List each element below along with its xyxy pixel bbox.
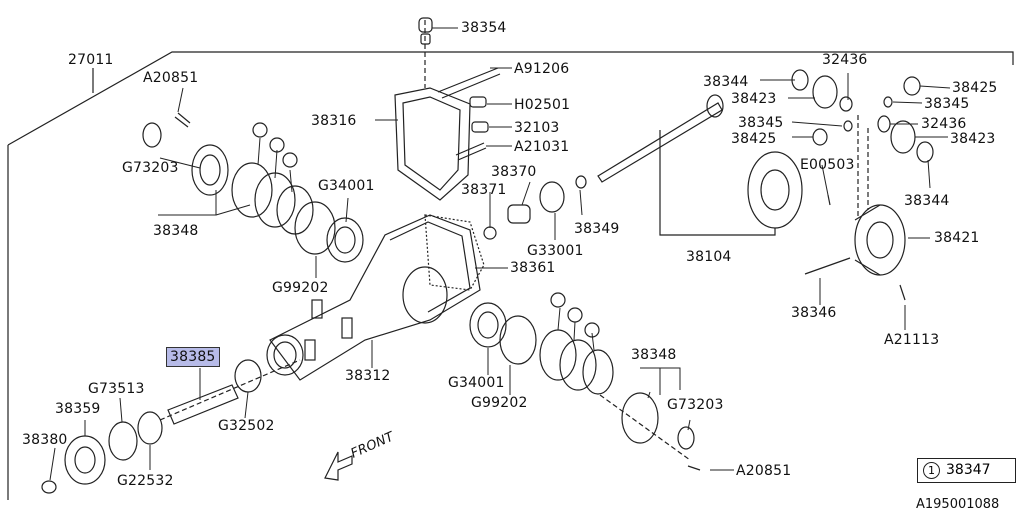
part-label-G34001-b[interactable]: G34001 bbox=[448, 375, 505, 391]
part-label-A20851[interactable]: A20851 bbox=[143, 70, 199, 86]
part-label-38349[interactable]: 38349 bbox=[574, 221, 620, 237]
left-side-components[interactable] bbox=[142, 112, 364, 263]
assembly-frame bbox=[7, 51, 1014, 500]
part-label-38312[interactable]: 38312 bbox=[345, 368, 391, 384]
part-label-38345[interactable]: 38345 bbox=[924, 96, 970, 112]
part-label-38370[interactable]: 38370 bbox=[491, 164, 537, 180]
part-label-G73203-b[interactable]: G73203 bbox=[667, 397, 724, 413]
part-label-32436-b[interactable]: 32436 bbox=[921, 116, 967, 132]
drive-pinion-shaft[interactable] bbox=[483, 94, 803, 240]
part-label-H02501[interactable]: H02501 bbox=[514, 97, 571, 113]
part-label-38371[interactable]: 38371 bbox=[461, 182, 507, 198]
part-label-38359[interactable]: 38359 bbox=[55, 401, 101, 417]
part-label-38361[interactable]: 38361 bbox=[510, 260, 556, 276]
part-label-38344[interactable]: 38344 bbox=[703, 74, 749, 90]
part-label-G73513[interactable]: G73513 bbox=[88, 381, 145, 397]
part-label-38385-selected[interactable]: 38385 bbox=[166, 347, 220, 367]
diff-carrier-housing[interactable] bbox=[266, 214, 485, 381]
front-arrow-icon bbox=[324, 451, 353, 481]
circle-marker-icon bbox=[252, 122, 600, 338]
part-label-G32502[interactable]: G32502 bbox=[218, 418, 275, 434]
rear-cover[interactable] bbox=[394, 17, 501, 201]
part-label-38348-b[interactable]: 38348 bbox=[631, 347, 677, 363]
part-label-G99202[interactable]: G99202 bbox=[272, 280, 329, 296]
differential-case[interactable] bbox=[791, 69, 934, 301]
part-label-38425[interactable]: 38425 bbox=[952, 80, 998, 96]
legend-circle-marker-icon: 1 bbox=[923, 462, 940, 479]
part-label-38380[interactable]: 38380 bbox=[22, 432, 68, 448]
part-label-38421[interactable]: 38421 bbox=[934, 230, 980, 246]
part-label-38423[interactable]: 38423 bbox=[731, 91, 777, 107]
part-label-32436[interactable]: 32436 bbox=[822, 52, 868, 68]
legend-part-number[interactable]: 38347 bbox=[946, 462, 991, 478]
part-label-A21113[interactable]: A21113 bbox=[884, 332, 940, 348]
part-label-38316[interactable]: 38316 bbox=[311, 113, 357, 129]
legend-box: 1 38347 bbox=[917, 458, 1016, 483]
part-label-38354[interactable]: 38354 bbox=[461, 20, 507, 36]
part-label-G22532[interactable]: G22532 bbox=[117, 473, 174, 489]
part-label-A21031[interactable]: A21031 bbox=[514, 139, 570, 155]
part-label-A20851-b[interactable]: A20851 bbox=[736, 463, 792, 479]
document-id: A195001088 bbox=[916, 497, 1000, 512]
part-label-38425-b[interactable]: 38425 bbox=[731, 131, 777, 147]
leader-lines bbox=[49, 27, 951, 481]
part-label-G73203[interactable]: G73203 bbox=[122, 160, 179, 176]
part-label-38345-b[interactable]: 38345 bbox=[738, 115, 784, 131]
assembly-label-27011[interactable]: 27011 bbox=[68, 52, 114, 68]
part-label-38423-b[interactable]: 38423 bbox=[950, 131, 996, 147]
part-label-38348[interactable]: 38348 bbox=[153, 223, 199, 239]
part-label-G33001[interactable]: G33001 bbox=[527, 243, 584, 259]
part-label-38344-b[interactable]: 38344 bbox=[904, 193, 950, 209]
part-label-38104[interactable]: 38104 bbox=[686, 249, 732, 265]
part-label-G34001[interactable]: G34001 bbox=[318, 178, 375, 194]
part-label-32103[interactable]: 32103 bbox=[514, 120, 560, 136]
part-label-G99202-b[interactable]: G99202 bbox=[471, 395, 528, 411]
part-label-A91206[interactable]: A91206 bbox=[514, 61, 570, 77]
part-label-E00503[interactable]: E00503 bbox=[800, 157, 855, 173]
part-label-38346[interactable]: 38346 bbox=[791, 305, 837, 321]
